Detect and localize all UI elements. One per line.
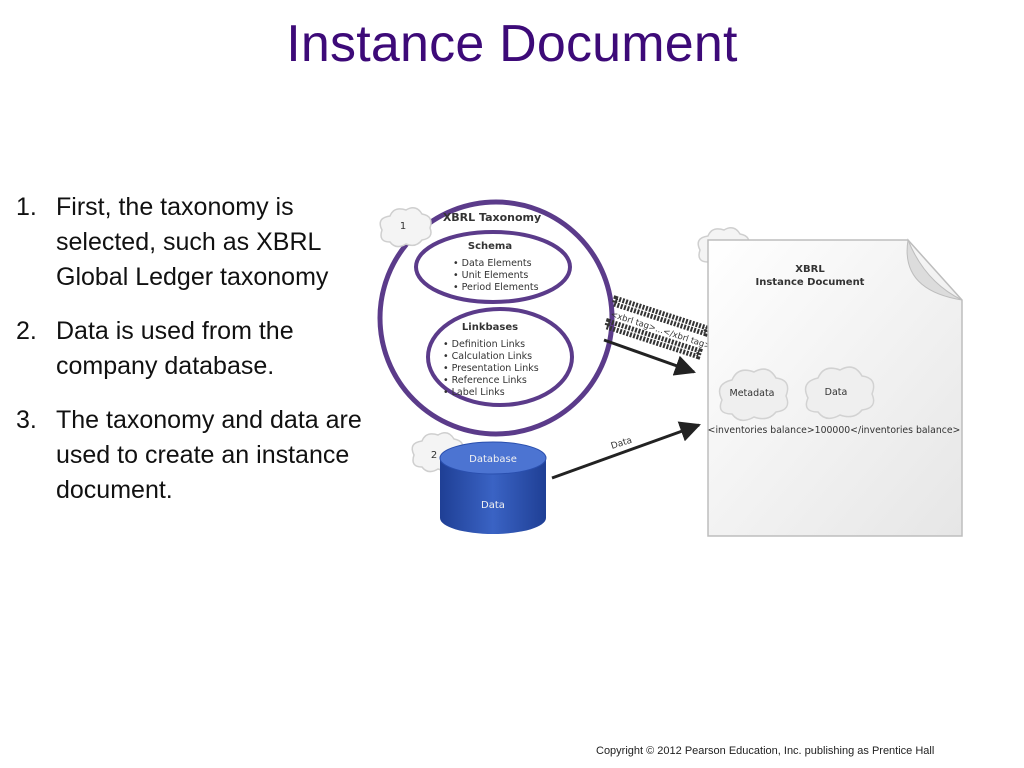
marker-label: 1: [400, 221, 406, 232]
database-title: Database: [469, 454, 517, 465]
linkbases-item: • Reference Links: [443, 375, 527, 386]
page-curl: [906, 238, 963, 301]
schema-item: • Unit Elements: [453, 270, 528, 281]
linkbases-item: • Definition Links: [443, 339, 525, 350]
instance-document-page: XBRL Instance Document Metadata Data <in…: [707, 238, 963, 537]
database-cylinder: Database Data: [439, 441, 547, 534]
step-item: 1. First, the taxonomy is selected, such…: [16, 190, 371, 295]
data-cloud-label: Data: [825, 387, 848, 398]
linkbases-item: • Calculation Links: [443, 351, 532, 362]
copyright-notice: Copyright © 2012 Pearson Education, Inc.…: [596, 745, 935, 757]
xbrl-tag-strip: <xbrl tag>...</xbrl tag>: [603, 295, 712, 360]
step-item: 3. The taxonomy and data are used to cre…: [16, 403, 371, 508]
taxonomy-to-instance-arrow: [603, 338, 696, 376]
linkbases-title: Linkbases: [462, 322, 518, 333]
linkbases-oval: [426, 307, 574, 407]
schema-item: • Data Elements: [453, 258, 532, 269]
database-to-instance-arrow: [551, 421, 701, 480]
step-list: 1. First, the taxonomy is selected, such…: [16, 190, 371, 527]
taxonomy-title: XBRL Taxonomy: [443, 211, 541, 224]
instance-title-line1: XBRL: [795, 264, 825, 275]
step-number: 2.: [16, 317, 37, 345]
step-number: 1.: [16, 193, 37, 221]
instance-title-line2: Instance Document: [756, 277, 865, 288]
instance-example-tag: <inventories balance>100000</inventories…: [708, 425, 961, 436]
schema-title: Schema: [468, 241, 512, 252]
step-text: First, the taxonomy is selected, such as…: [56, 193, 329, 291]
database-data-label: Data: [481, 500, 505, 511]
linkbases-item: • Presentation Links: [443, 363, 539, 374]
marker-label: 2: [431, 450, 437, 461]
step-item: 2. Data is used from the company databas…: [16, 314, 371, 384]
step-text: The taxonomy and data are used to create…: [56, 406, 362, 504]
data-cloud: Data: [804, 366, 875, 420]
taxonomy-ring: XBRL Taxonomy Schema • Data Elements • U…: [377, 199, 615, 437]
metadata-cloud: Metadata: [718, 368, 789, 422]
schema-oval: [414, 230, 572, 304]
metadata-label: Metadata: [730, 388, 775, 399]
step-text: Data is used from the company database.: [56, 317, 294, 380]
step-marker-cloud-1: 1: [379, 207, 432, 248]
schema-item: • Period Elements: [453, 282, 539, 293]
slide-title: Instance Document: [286, 15, 738, 73]
linkbases-item: • Label Links: [443, 387, 505, 398]
step-number: 3.: [16, 406, 37, 434]
